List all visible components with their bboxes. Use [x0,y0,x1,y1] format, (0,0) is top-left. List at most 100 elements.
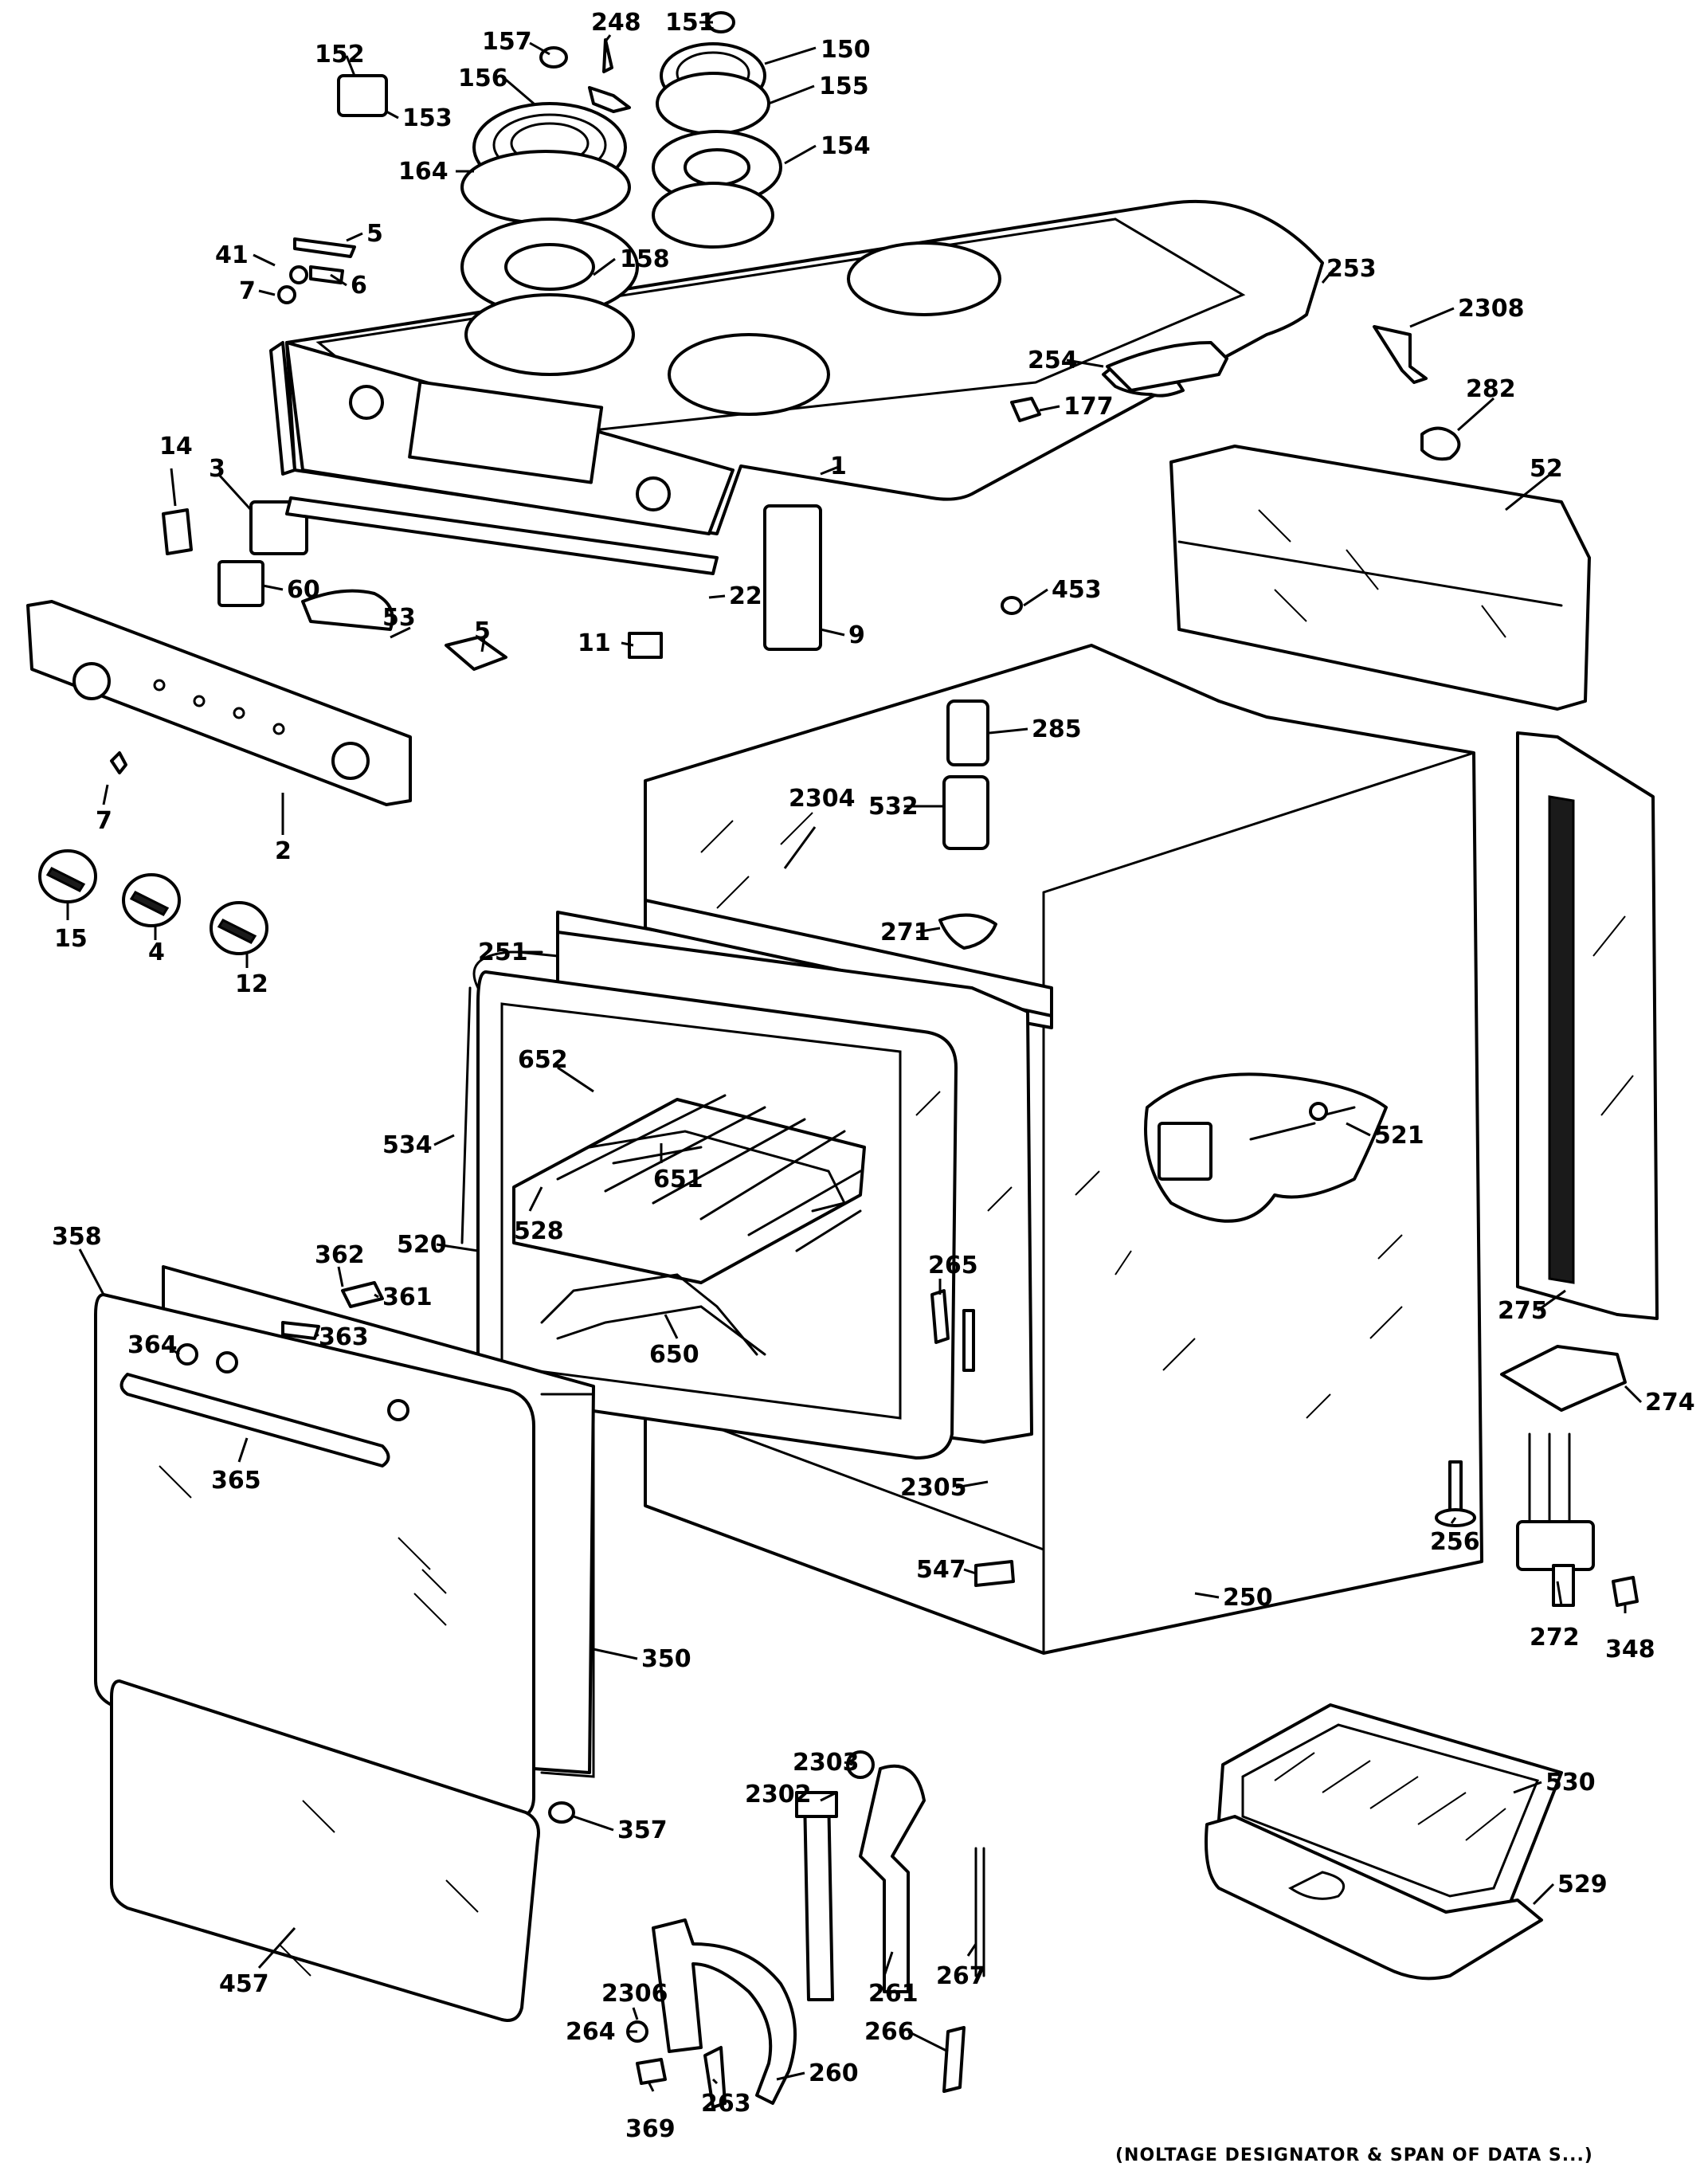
callout-label: 256 [1430,1528,1480,1556]
callout-label: 271 [880,919,930,946]
callout-label: 5 [474,617,491,645]
callout-label: 267 [936,1962,986,1990]
callout-label: 1 [830,453,847,480]
callout-label: 275 [1498,1297,1548,1325]
callout-label: 272 [1530,1624,1580,1652]
callout-label: 547 [916,1556,966,1584]
small-top-parts [277,11,1461,461]
surface-unit-large-group [460,102,639,376]
control-panel [26,600,412,806]
callout-label: 362 [315,1241,365,1269]
callout-label: 2 [275,837,292,865]
callout-label: 152 [315,41,365,69]
broil-pan-set [1205,1703,1563,1981]
callout-label: 532 [868,793,919,821]
callout-label: 177 [1064,393,1114,421]
callout-label: 12 [235,970,268,998]
small-door-parts [281,1281,575,1824]
knobs [38,849,268,955]
callout-label: 358 [52,1223,102,1251]
callout-label: 41 [215,241,249,269]
callout-label: 2305 [900,1474,967,1502]
callout-label: 7 [239,277,256,305]
callout-label: 253 [1326,255,1377,283]
callout-label: 528 [514,1217,564,1245]
callout-label: 530 [1545,1769,1596,1797]
callout-label: 364 [127,1331,178,1359]
callout-label: 266 [864,2018,915,2046]
callout-label: 5 [366,220,383,248]
callout-label: 521 [1374,1122,1424,1150]
door-gasket [540,1393,595,1778]
callout-label: 534 [382,1131,433,1159]
callout-label: 3 [209,455,225,483]
side-trim [1516,731,1659,1320]
cooktop-assembly [269,199,1324,535]
callout-label: 520 [397,1231,447,1259]
callout-label: 365 [211,1467,261,1495]
callout-label: 274 [1645,1389,1695,1417]
surface-unit-small-group [652,42,782,249]
callout-label: 282 [1466,375,1516,403]
callout-label: 2304 [789,785,856,813]
callout-label: 15 [54,925,88,953]
clip-348 [1612,1576,1639,1607]
callout-label: 652 [518,1046,568,1074]
callout-label: 263 [701,2090,751,2118]
callout-label: 260 [809,2059,859,2087]
oven-door [94,1265,595,1819]
callout-label: 2306 [601,1980,668,2008]
oven-liner [476,931,1033,1460]
callout-label: 150 [821,36,871,64]
callout-label: 453 [1052,576,1102,604]
callout-label: 261 [868,1980,919,2008]
callout-label: 357 [617,1816,668,1844]
callout-label: 350 [641,1645,691,1673]
callout-label: 264 [566,2018,616,2046]
callout-label: 250 [1223,1584,1273,1612]
callout-label: 2303 [793,1749,860,1777]
terminal-block-274 [1500,1345,1627,1412]
callout-label: 22 [729,582,762,610]
callout-label: 153 [402,104,452,132]
left-controls [162,496,1023,671]
callout-label: 14 [159,433,193,460]
callout-label: 651 [653,1166,703,1193]
callout-label: 254 [1028,347,1078,374]
callout-label: 2308 [1458,295,1525,323]
callout-label: 4 [148,939,165,966]
callout-label: 285 [1032,715,1082,743]
callout-label: 156 [458,65,508,92]
callout-label: 11 [578,629,611,657]
callout-label: 52 [1530,455,1563,483]
callout-label: 251 [478,939,528,966]
callout-label: 157 [482,28,532,56]
callout-label: 9 [848,621,865,649]
callout-label: 151 [665,9,715,37]
backguard [1169,445,1591,711]
gasket [460,950,543,1244]
callout-label: 457 [219,1970,269,1998]
leader-lines [66,21,1643,2092]
callout-label: 164 [398,158,449,186]
footer-note: (NOLTAGE DESIGNATOR & SPAN OF DATA S...) [1115,2145,1593,2165]
callout-label: 154 [821,132,871,160]
terminal-block-272 [1516,1432,1595,1607]
callout-label: 361 [382,1283,433,1311]
hinge-assembly [626,1750,985,2109]
callout-label: 7 [96,807,112,835]
callout-label: 60 [287,576,320,604]
callout-label: 348 [1605,1636,1655,1663]
callout-label: 529 [1557,1871,1608,1899]
callout-label: 2302 [745,1781,812,1808]
callout-label: 6 [351,272,367,300]
callout-label: 369 [625,2115,676,2143]
callout-label: 650 [649,1341,699,1369]
callout-label: 363 [319,1323,369,1351]
callout-label: 248 [591,9,641,37]
callout-labels: 248 151 157 150 152 156 155 153 154 164 … [52,9,1695,2143]
callout-label: 155 [819,72,869,100]
callout-label: 265 [928,1252,978,1279]
callout-label: 158 [620,245,670,273]
